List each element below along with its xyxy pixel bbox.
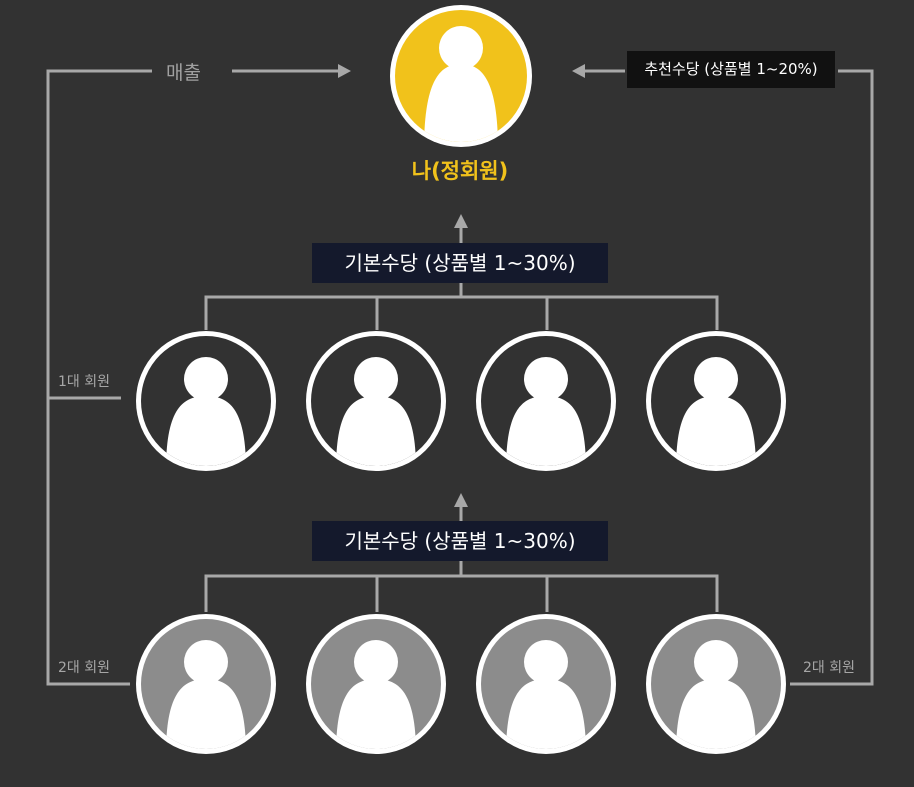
sales-label: 매출 <box>166 62 201 84</box>
tier2-label-left: 2대 회원 <box>58 660 110 676</box>
me-label: 나(정회원) <box>411 159 509 183</box>
referral-bonus-box: 추천수당 (상품별 1~20%) <box>627 51 835 88</box>
tier2-member-node <box>136 614 276 754</box>
person-silhouette-icon <box>336 357 416 466</box>
person-silhouette-icon <box>676 357 756 466</box>
person-silhouette-icon <box>166 640 246 749</box>
tier2-label-right: 2대 회원 <box>803 660 855 676</box>
me-member-node <box>390 5 532 147</box>
referral-connector-right <box>790 69 874 686</box>
tier1-member-node <box>136 331 276 471</box>
person-silhouette-icon <box>676 640 756 749</box>
tier2-member-node <box>646 614 786 754</box>
tier1-up-arrow-icon <box>454 214 468 228</box>
tier2-member-node <box>306 614 446 754</box>
person-silhouette-icon <box>506 640 586 749</box>
tier1-label: 1대 회원 <box>58 374 110 390</box>
sales-connector-left <box>46 69 152 686</box>
tier1-member-node <box>476 331 616 471</box>
basic-bonus-box-tier1: 기본수당 (상품별 1~30%) <box>312 243 608 283</box>
tier1-member-node <box>646 331 786 471</box>
referral-arrow-icon <box>572 64 585 78</box>
person-silhouette-icon <box>166 357 246 466</box>
tier2-member-node <box>476 614 616 754</box>
tier1-bracket <box>204 283 719 330</box>
tier2-up-arrow-icon <box>454 493 468 507</box>
person-silhouette-icon <box>506 357 586 466</box>
basic-bonus-box-tier2: 기본수당 (상품별 1~30%) <box>312 521 608 561</box>
tier2-bracket <box>204 561 719 612</box>
person-silhouette-icon <box>424 26 498 142</box>
person-silhouette-icon <box>336 640 416 749</box>
sales-arrow-icon <box>338 64 351 78</box>
tier1-member-node <box>306 331 446 471</box>
